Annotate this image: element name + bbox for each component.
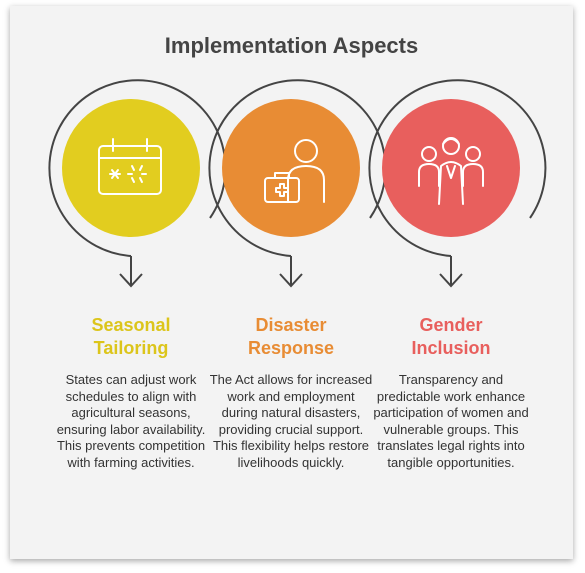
aspect-circle-gender <box>368 79 547 288</box>
medical-kit-person-icon <box>264 139 325 203</box>
description-disaster-response: The Act allows for increased work and em… <box>209 372 373 470</box>
yellow-circle <box>62 99 200 237</box>
yellow-outline-arc <box>48 79 227 257</box>
heading-disaster-response: Disaster Response <box>211 314 371 360</box>
calendar-icon <box>98 138 162 195</box>
orange-outline-arc <box>208 79 387 257</box>
red-outline-arc <box>368 79 547 257</box>
infographic-card: Implementation Aspects <box>10 6 573 559</box>
arrow-down-icon <box>439 273 463 288</box>
description-seasonal-tailoring: States can adjust work schedules to alig… <box>56 372 206 470</box>
heading-gender-inclusion: Gender Inclusion <box>371 314 531 360</box>
heading-line: Response <box>247 338 335 358</box>
aspect-circle-disaster <box>208 79 387 288</box>
arrow-down-icon <box>279 273 303 288</box>
people-group-icon <box>418 137 484 205</box>
red-circle <box>382 99 520 237</box>
page-title: Implementation Aspects <box>164 33 419 58</box>
orange-circle <box>222 99 360 237</box>
heading-seasonal-tailoring: Seasonal Tailoring <box>51 314 211 360</box>
heading-line: Gender <box>419 315 483 335</box>
arrow-down-icon <box>119 273 143 288</box>
heading-line: Seasonal <box>91 315 171 335</box>
heading-line: Tailoring <box>93 338 169 358</box>
aspects-diagram <box>48 79 547 288</box>
heading-line: Disaster <box>255 315 327 335</box>
description-gender-inclusion: Transparency and predictable work enhanc… <box>373 372 529 470</box>
aspect-circle-seasonal <box>48 79 227 288</box>
heading-line: Inclusion <box>411 338 491 358</box>
